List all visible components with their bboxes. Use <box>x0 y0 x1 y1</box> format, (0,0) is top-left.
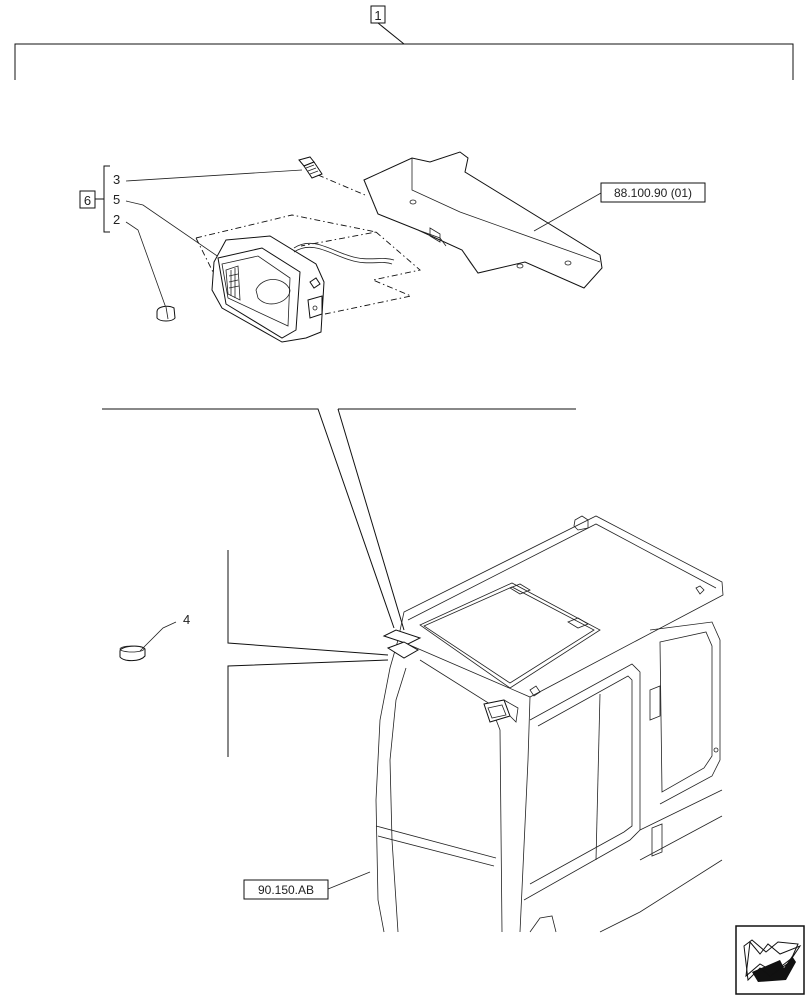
kit-callout[interactable]: 6 <box>79 190 96 209</box>
leader-item-4 <box>139 621 177 652</box>
cab-reference-text: 90.150.AB <box>258 883 314 897</box>
cab-reference-label[interactable]: 90.150.AB <box>243 879 329 900</box>
light-mounting-bracket[interactable] <box>363 151 603 289</box>
detail-frame-lines <box>227 550 389 757</box>
leader-item-5 <box>125 200 227 263</box>
item-4-number[interactable]: 4 <box>183 612 190 627</box>
bolt-alignment-dash <box>317 174 366 196</box>
view-guide-lines <box>102 408 576 631</box>
work-light[interactable] <box>211 235 395 343</box>
leader-bracket-reference <box>533 192 602 232</box>
bracket-reference-label[interactable]: 88.100.90 (01) <box>600 182 706 203</box>
kit-bracket <box>95 165 110 233</box>
light-bulb[interactable] <box>156 305 176 322</box>
assembly-number: 1 <box>374 8 381 23</box>
item-5-number[interactable]: 5 <box>113 192 120 207</box>
item-3-number[interactable]: 3 <box>113 172 120 187</box>
kit-number: 6 <box>84 193 91 208</box>
assembly-bracket-line <box>14 22 794 80</box>
assembly-callout[interactable]: 1 <box>370 5 386 24</box>
leader-item-3 <box>125 169 303 182</box>
operator-cab[interactable] <box>375 515 724 933</box>
cab-mounted-work-light[interactable] <box>382 629 519 723</box>
leader-cab-reference <box>327 871 371 890</box>
next-page-arrow-icon[interactable] <box>735 925 805 995</box>
mounting-bolt[interactable] <box>298 156 323 179</box>
bracket-reference-text: 88.100.90 (01) <box>614 186 692 200</box>
item-2-number[interactable]: 2 <box>113 212 120 227</box>
leader-item-2 <box>125 221 167 309</box>
protective-cap[interactable] <box>119 645 146 662</box>
